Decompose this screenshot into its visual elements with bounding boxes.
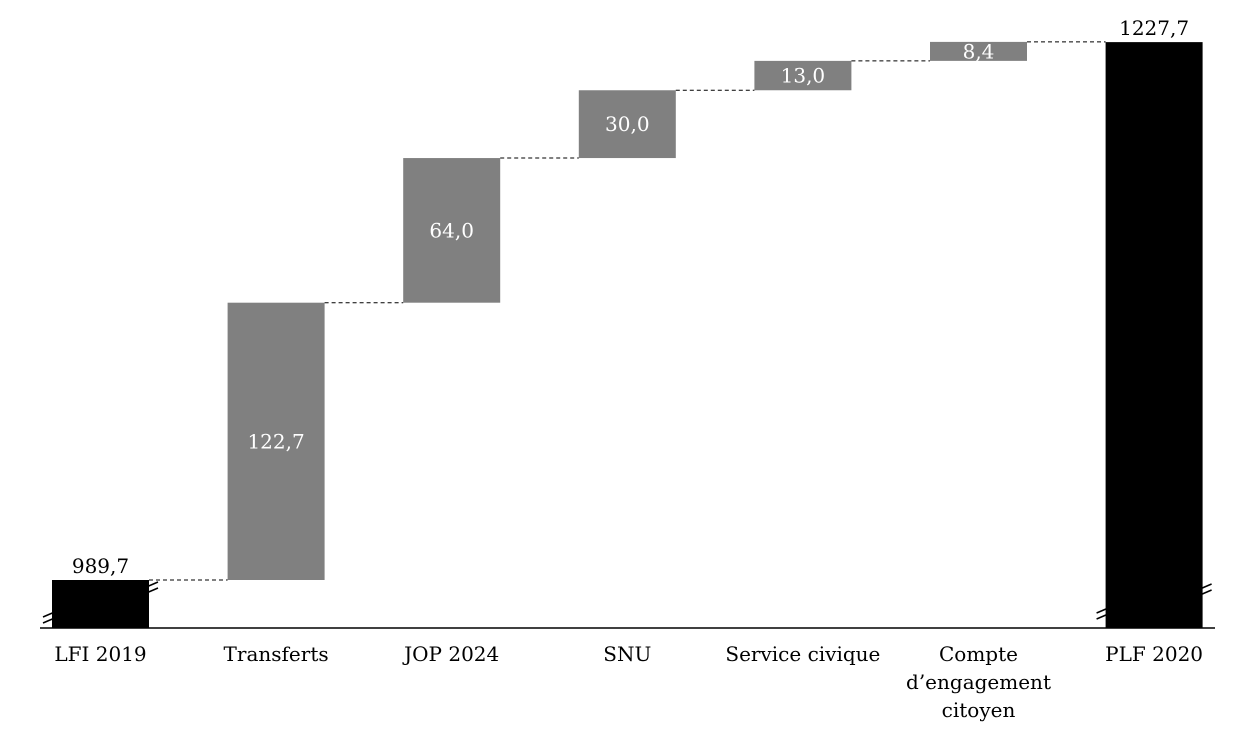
axis-break-icon bbox=[1197, 583, 1212, 591]
bar-4 bbox=[754, 60, 852, 91]
x-tick-label: Transferts bbox=[224, 642, 329, 666]
x-tick-label: citoyen bbox=[942, 698, 1016, 722]
axis-break-icon bbox=[1096, 606, 1111, 614]
axis-break-icon bbox=[143, 581, 159, 589]
x-tick-label: SNU bbox=[603, 642, 651, 666]
x-tick-label: JOP 2024 bbox=[402, 642, 499, 666]
x-tick-label: Service civique bbox=[725, 642, 880, 666]
data-label-1: 122,7 bbox=[247, 429, 304, 453]
x-tick-label: d’engagement bbox=[906, 670, 1051, 694]
bar-0 bbox=[52, 580, 149, 628]
bar-5 bbox=[930, 41, 1027, 61]
x-tick-label: LFI 2019 bbox=[54, 642, 146, 666]
axis-break-icon bbox=[42, 616, 58, 624]
data-label-4: 13,0 bbox=[781, 64, 826, 88]
axis-break-icon bbox=[42, 610, 58, 618]
axis-break-icon bbox=[1096, 612, 1111, 620]
data-label-5: 8,4 bbox=[963, 39, 995, 63]
data-label-0: 989,7 bbox=[72, 554, 129, 578]
data-label-2: 64,0 bbox=[429, 218, 474, 242]
bar-2 bbox=[403, 158, 501, 303]
data-label-6: 1227,7 bbox=[1119, 16, 1189, 40]
x-tick-label: PLF 2020 bbox=[1105, 642, 1203, 666]
x-tick-label: Compte bbox=[939, 642, 1018, 666]
axis-break-icon bbox=[143, 587, 159, 595]
bar-1 bbox=[227, 302, 325, 580]
data-label-3: 30,0 bbox=[605, 112, 650, 136]
bar-3 bbox=[578, 90, 676, 159]
axis-break-icon bbox=[1197, 589, 1212, 597]
bar-6 bbox=[1105, 42, 1203, 629]
